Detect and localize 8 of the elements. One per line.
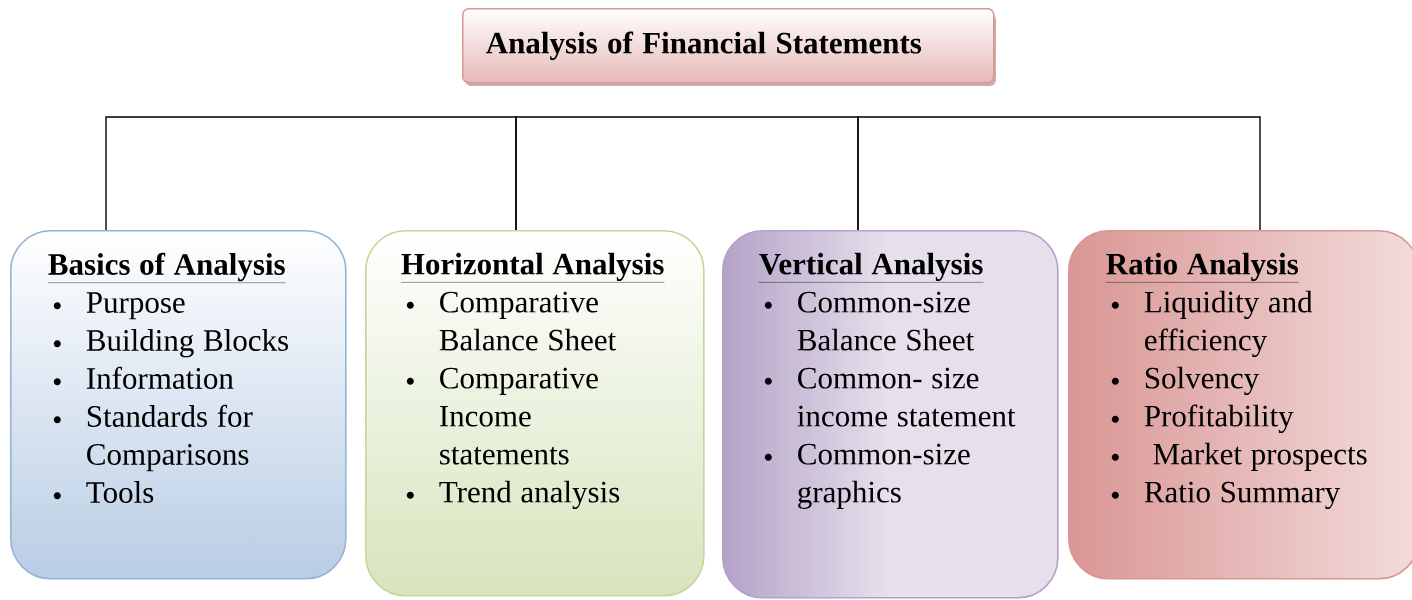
category-box: Vertical Analysis Common-size Balance Sheet Common- size income statement Common-size graphics xyxy=(722,230,1059,599)
title-box: Analysis of Financial Statements xyxy=(462,8,996,86)
category-box: Horizontal Analysis Comparative Balance Sheet Comparative Income statements Trend analysis xyxy=(365,230,705,597)
connector-line xyxy=(105,116,517,231)
category-box: Ratio Analysis Liquidity and efficiency Solvency Profitability Market prospects Ratio Summary xyxy=(1068,230,1412,580)
connector-line xyxy=(857,116,1261,231)
connector-line xyxy=(515,116,859,231)
category-box: Basics of Analysis Purpose Building Blocks Information Standards for Comparisons Tools xyxy=(10,230,347,580)
